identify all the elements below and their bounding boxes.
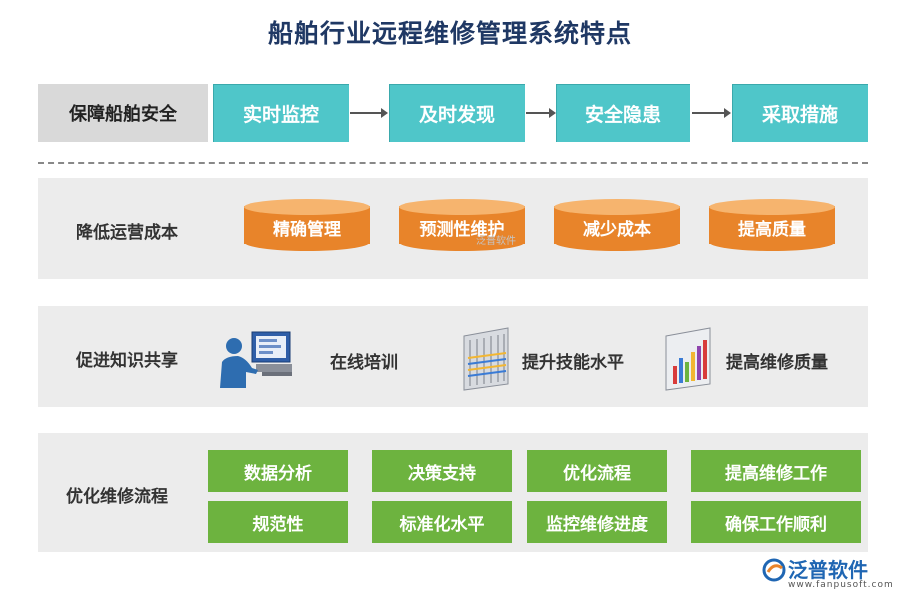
step-timely-discover: 及时发现 [389,84,525,142]
logo-text: 泛普软件 [788,558,868,582]
bar-grid-icon [463,327,509,391]
bar-chart-icon [665,327,711,391]
panel-knowledge [38,306,868,407]
step-realtime-monitor: 实时监控 [213,84,349,142]
cylinder-label: 预测性维护 [419,220,505,240]
cylinder-reduce-cost: 减少成本 [554,199,680,251]
cylinder-label: 精确管理 [273,220,341,240]
arrow-3 [692,108,731,118]
box-improve-maintenance: 提高维修工作 [691,450,861,492]
box-ensure-smooth: 确保工作顺利 [691,501,861,543]
box-standard-level: 标准化水平 [372,501,512,543]
row4-label: 优化维修流程 [66,487,168,507]
row3-item-skill: 提升技能水平 [522,353,624,373]
row1-label: 保障船舶安全 [38,84,208,142]
step-safety-hazard: 安全隐患 [556,84,690,142]
logo-icon [762,558,786,582]
logo-url: www.fanpusoft.com [788,580,894,590]
box-optimize-process: 优化流程 [527,450,667,492]
box-decision-support: 决策支持 [372,450,512,492]
row3-item-training: 在线培训 [330,353,398,373]
step-take-measures: 采取措施 [732,84,868,142]
row3-label: 促进知识共享 [76,351,178,371]
brand-logo: 泛普软件 www.fanpusoft.com [762,556,893,596]
page-title: 船舶行业远程维修管理系统特点 [267,19,632,48]
cylinder-label: 提高质量 [738,220,806,240]
watermark: 泛普软件 [476,236,516,247]
box-standardization: 规范性 [208,501,348,543]
arrow-2 [526,108,556,118]
box-data-analysis: 数据分析 [208,450,348,492]
cylinder-predictive-maintenance: 预测性维护 [399,199,525,251]
computer-user-icon [220,331,292,388]
cylinder-label: 减少成本 [583,220,651,240]
row2-label: 降低运营成本 [76,223,178,243]
cylinder-improve-quality: 提高质量 [709,199,835,251]
box-monitor-progress: 监控维修进度 [527,501,667,543]
cylinder-precise-management: 精确管理 [244,199,370,251]
dashed-divider [38,162,868,164]
row3-item-quality: 提高维修质量 [726,353,828,373]
arrow-1 [350,108,388,118]
